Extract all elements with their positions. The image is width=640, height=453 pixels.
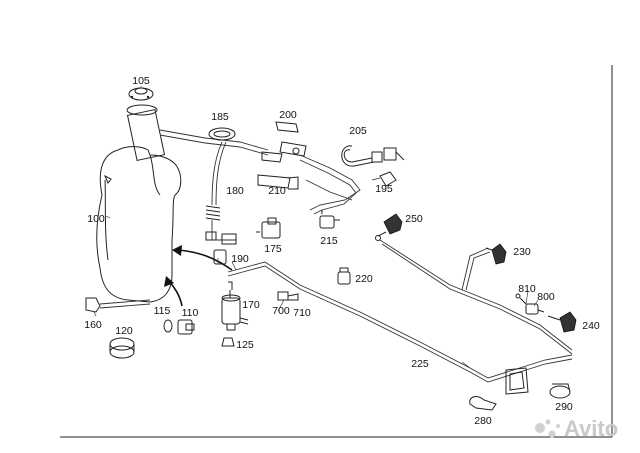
label-810: 810 [518,283,536,295]
pump-part-190 [213,249,227,265]
check-valve-part-800 [515,293,545,315]
clip-part-280 [469,396,497,411]
grommet-part-near-225 [505,367,529,395]
drain-plug-part-160 [85,297,151,313]
arrow-to-tank-bottom [164,276,183,307]
label-710: 710 [293,307,311,319]
label-280: 280 [474,415,492,427]
level-sensor-part-110 [177,319,195,335]
seal-ring-part [208,127,236,141]
valve-part-215 [319,210,340,229]
label-180: 180 [226,185,244,197]
connector-part-700 [277,291,299,301]
washer-pump-part [221,281,249,331]
vent-tube-part [205,141,237,245]
nozzle-part-240 [547,311,577,333]
label-160: 160 [84,319,102,331]
label-115: 115 [154,305,171,317]
watermark: Avito [535,416,618,441]
label-225: 225 [411,358,429,370]
label-700: 700 [272,305,290,317]
part-labels: 105 185 200 205 180 210 195 100 250 215 … [84,75,600,427]
label-250: 250 [405,213,423,225]
washer-line-part-225 [227,239,573,383]
label-230: 230 [513,246,531,258]
label-110: 110 [182,307,199,319]
label-125: 125 [236,339,254,351]
grommet-part-120 [109,337,135,359]
connector-part-195 [371,171,397,187]
grommet-part-290 [549,383,571,399]
leader-lines [93,86,539,369]
hose-part-200 [275,121,307,157]
label-205: 205 [349,125,367,137]
label-185: 185 [211,111,229,123]
label-195: 195 [375,183,393,195]
label-800: 800 [537,291,555,303]
clip-part-220 [337,267,351,285]
washer-reservoir-part [96,104,182,303]
label-105: 105 [132,75,150,87]
label-100: 100 [87,213,105,225]
label-190: 190 [231,253,249,265]
label-200: 200 [279,109,297,121]
label-120: 120 [115,325,133,337]
nozzle-part-230 [485,243,507,265]
watermark-text: Avito [564,416,618,441]
label-220: 220 [355,273,373,285]
hose-line-main [299,154,361,211]
connector-part-175 [256,217,281,239]
hose-part-205 [341,145,405,167]
label-210: 210 [268,185,286,197]
seal-ring-part-115 [163,319,173,333]
label-240: 240 [582,320,600,332]
label-215: 215 [320,235,338,247]
reservoir-cap-part [128,87,154,101]
label-290: 290 [555,401,573,413]
label-170: 170 [242,299,260,311]
label-175: 175 [264,243,282,255]
nozzle-part-250 [375,213,403,241]
filter-part-125 [221,337,235,347]
hose-part-210 [257,151,299,190]
arrow-to-tank-top [172,245,233,271]
